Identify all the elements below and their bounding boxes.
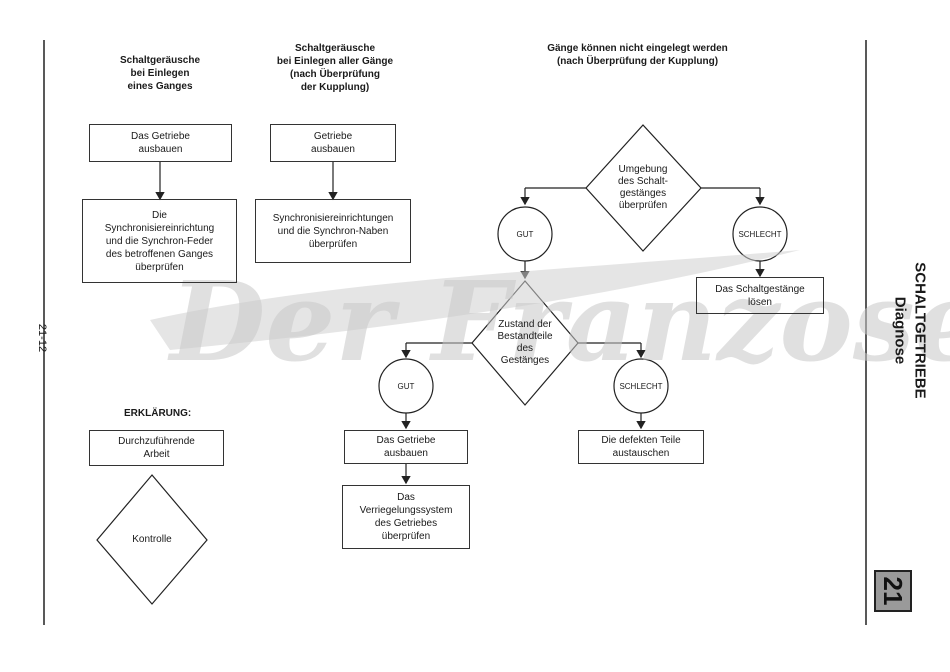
header-col3: Gänge können nicht eingelegt werden (nac… [547, 43, 728, 67]
box-schaltgestaenge-loesen: Das Schaltgestänge lösen [696, 277, 824, 314]
chapter-badge: 21 [874, 570, 912, 612]
box-synchronisiereinrichtung-pruefen: Die Synchronisiereinrichtung und die Syn… [82, 199, 237, 283]
watermark-text: Der Franzose [167, 257, 950, 386]
box-verriegelungssystem-pruefen: Das Verriegelungssystem des Getriebes üb… [342, 485, 470, 549]
box-getriebe-ausbauen-3: Das Getriebe ausbauen [344, 430, 468, 464]
box-getriebe-ausbauen-2: Getriebe ausbauen [270, 124, 396, 162]
section-subtitle: Diagnose [891, 296, 909, 365]
decision-umgebung-text: Umgebung des Schalt- gestänges überprüfe… [617, 164, 669, 211]
page-number: 21-12 [36, 323, 48, 353]
circle-gut-2-label: GUT [397, 381, 415, 391]
decision-diamond-1 [585, 124, 702, 252]
header-col2: Schaltgeräusche bei Einlegen aller Gänge… [276, 43, 394, 93]
header-col1: Schaltgeräusche bei Einlegen eines Gange… [119, 55, 201, 92]
box-synchron-naben-pruefen: Synchronisiereinrichtungen und die Synch… [255, 199, 411, 263]
box-defekte-teile-austauschen: Die defekten Teile austauschen [578, 430, 704, 464]
decision-diamond-2 [471, 280, 579, 406]
chapter-number: 21 [878, 576, 909, 606]
legend-diamond [96, 474, 208, 605]
legend-title: ERKLÄRUNG: [124, 408, 192, 419]
box-getriebe-ausbauen-1: Das Getriebe ausbauen [89, 124, 232, 162]
legend-check-label: Kontrolle [132, 534, 172, 545]
circle-schlecht-2-label: SCHLECHT [619, 381, 663, 391]
decision-zustand-text: Zustand der Bestandteile des Gestänges [497, 319, 553, 366]
circle-schlecht-1-label: SCHLECHT [738, 229, 782, 239]
circle-gut-1-label: GUT [516, 229, 534, 239]
legend-work-box: Durchzuführende Arbeit [89, 430, 224, 466]
section-title: SCHALTGETRIEBE [911, 262, 929, 399]
